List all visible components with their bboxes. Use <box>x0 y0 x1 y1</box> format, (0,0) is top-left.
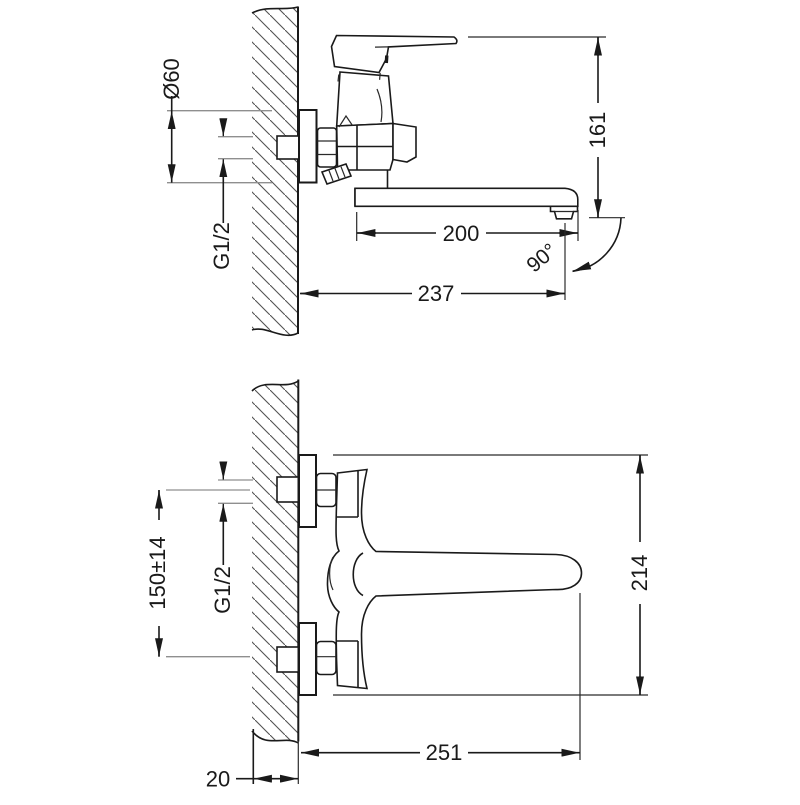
spout-nozzle <box>549 205 579 220</box>
thread-plan-label: G1/2 <box>210 566 235 614</box>
dimension-swivel-angle: 90° <box>522 217 622 277</box>
faucet-body-plan <box>326 468 583 690</box>
wall-break-top-plan <box>251 380 299 392</box>
faucet-plan <box>298 454 583 696</box>
wall-section-side <box>251 6 300 337</box>
dimension-wall-thickness: 20 <box>206 729 299 792</box>
diverter-housing <box>392 122 417 163</box>
height-label: 161 <box>585 112 610 149</box>
handle-end-curve <box>352 552 364 597</box>
dimension-inlet-spacing: 150±14 <box>145 489 250 658</box>
flange-diameter-label: Ø60 <box>159 58 184 100</box>
wall-flange-side <box>298 109 318 184</box>
overall-width-label: 214 <box>627 555 652 592</box>
eccentric-nut-plan-bottom <box>315 640 337 676</box>
wall-flange-plan-top <box>298 454 317 528</box>
thread-side-label: G1/2 <box>209 222 234 270</box>
wall-break-bottom-plan <box>251 730 299 744</box>
total-depth-label: 237 <box>418 281 455 306</box>
wall-section-plan <box>251 379 300 784</box>
handle-indicator-dot <box>384 55 389 64</box>
dimension-spout-reach: 200 <box>356 210 579 246</box>
dimension-total-depth: 237 <box>300 223 566 306</box>
dimension-height: 161 <box>468 36 625 219</box>
dimension-flange-diameter: Ø60 <box>159 58 272 184</box>
swivel-angle-label: 90° <box>522 239 561 277</box>
eccentric-nut-side <box>316 127 338 168</box>
spout-side <box>354 187 579 208</box>
inlet-spacing-label: 150±14 <box>145 536 170 609</box>
lever-handle-side <box>330 34 458 74</box>
supply-pipe-plan-top <box>276 476 300 503</box>
wall-break-top <box>251 6 299 14</box>
overall-length-label: 251 <box>426 740 463 765</box>
dimension-thread-plan: G1/2 <box>210 461 253 614</box>
plan-view: 150±14 G1/2 214 251 <box>145 379 652 792</box>
spout-reach-label: 200 <box>443 221 480 246</box>
side-view: Ø60 G1/2 161 200 <box>159 6 625 337</box>
dimension-overall-length: 251 <box>301 593 581 765</box>
dimension-overall-width: 214 <box>333 454 652 696</box>
dimension-thread-side: G1/2 <box>209 118 253 270</box>
wall-thickness-label: 20 <box>206 767 230 792</box>
wall-break-bottom <box>251 328 299 337</box>
wall-flange-plan-bottom <box>298 622 317 696</box>
supply-pipe-plan-bottom <box>276 646 300 673</box>
faucet-side <box>298 34 579 220</box>
supply-pipe-side <box>276 135 300 160</box>
